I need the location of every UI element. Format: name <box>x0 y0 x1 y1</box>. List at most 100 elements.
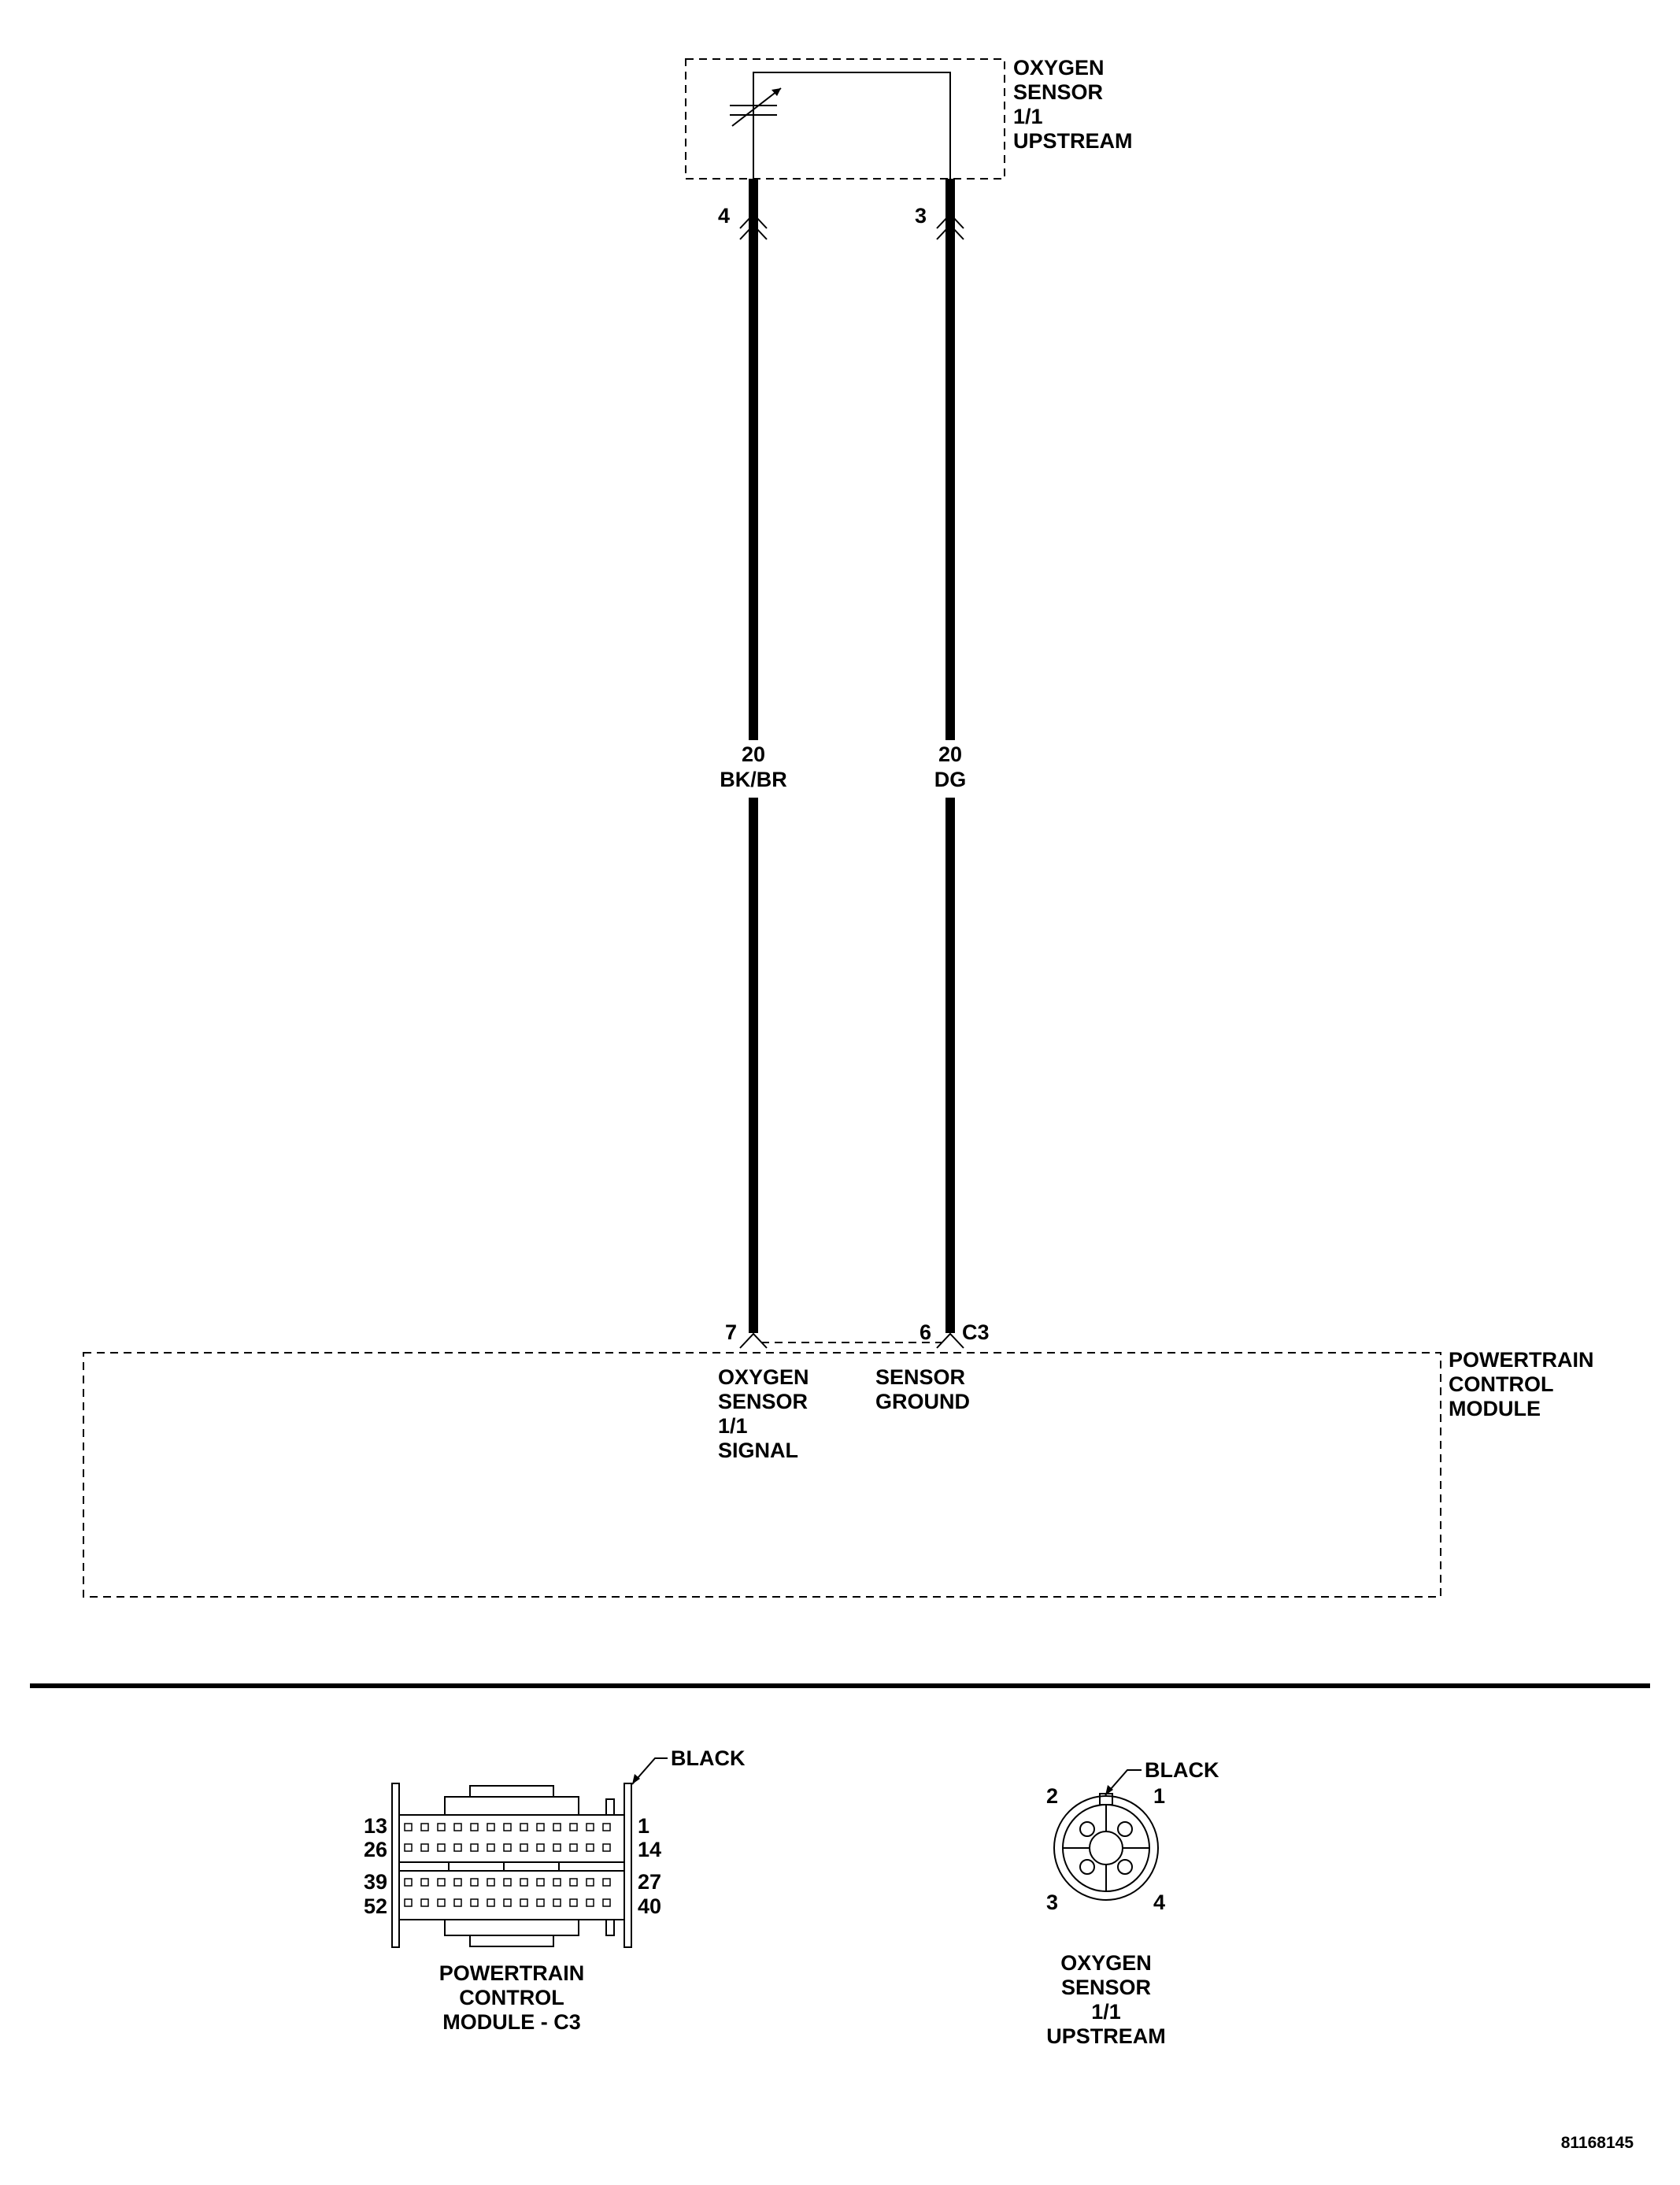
pcm-pin-right-3: 40 <box>638 1894 661 1918</box>
pcm-pin-cavity <box>453 1843 462 1852</box>
oxygen-sensor-connector-view: BLACK 2 1 3 4 OXYGEN SENSOR 1/1 UPSTREAM <box>1046 1758 1219 2048</box>
sensor-name-line-1: OXYGEN <box>1013 56 1105 80</box>
sensor-connector-pin-1: 1 <box>1153 1784 1165 1808</box>
pcm-pin-cavity <box>586 1878 594 1887</box>
pcm-pin-cavity <box>470 1823 479 1831</box>
pcm-connector-center-bar <box>398 1861 625 1872</box>
pcm-name-line-3: MODULE <box>1449 1397 1541 1420</box>
pcm-pin-cavity <box>437 1843 446 1852</box>
sensor-name-line-4: UPSTREAM <box>1013 129 1133 153</box>
sensor-connector-pin-3: 3 <box>1046 1891 1058 1914</box>
sensor-connector-pin-2: 2 <box>1046 1784 1058 1808</box>
pcm-connector-top-latch-outer <box>444 1796 579 1816</box>
pcm-pin-left-3: 52 <box>364 1894 387 1918</box>
pcm-pin-cavity <box>470 1898 479 1907</box>
pcm-connector-caption-line-2: CONTROL <box>459 1986 564 2009</box>
pcm-pin-cavity <box>536 1878 545 1887</box>
pcm-pin-cavity <box>437 1878 446 1887</box>
pcm-pin-signal-label: 7 <box>725 1320 737 1344</box>
pcm-pin-cavity <box>470 1843 479 1852</box>
pcm-connector-color-leader <box>631 1757 668 1785</box>
pcm-pin-cavity <box>404 1843 413 1852</box>
sensor-connector-color-leader <box>1105 1769 1142 1796</box>
pcm-pin-cavity <box>453 1823 462 1831</box>
pcm-pin-cavity <box>602 1878 611 1887</box>
pcm-pin-cavity <box>503 1823 512 1831</box>
pcm-pin-cavity <box>602 1898 611 1907</box>
sensor-pin-ground-label: 3 <box>915 204 927 228</box>
pcm-pin-cavity <box>404 1823 413 1831</box>
pcm-pin-cavity <box>569 1898 578 1907</box>
pcm-name-line-2: CONTROL <box>1449 1372 1553 1396</box>
pcm-connector-key-bottom <box>605 1919 615 1936</box>
sensor-internal-circuit <box>753 72 951 179</box>
pcm-pin-cavity <box>437 1898 446 1907</box>
pcm-ground-label-line-1: SENSOR <box>875 1365 965 1389</box>
pcm-pin-ground-label: 6 <box>920 1320 931 1344</box>
pcm-connector-bottom-latch-inner <box>469 1935 554 1947</box>
pcm-pin-cavity <box>569 1843 578 1852</box>
pcm-pin-right-0: 1 <box>638 1814 649 1838</box>
sensor-connector-outer-ring <box>1053 1795 1159 1901</box>
pcm-signal-label-line-1: OXYGEN <box>718 1365 809 1389</box>
sensor-connector-center-cavity <box>1089 1831 1123 1865</box>
pcm-pin-cavity <box>536 1823 545 1831</box>
pcm-pin-cavity <box>520 1823 528 1831</box>
pcm-pin-right-2: 27 <box>638 1870 661 1894</box>
sensor-connector-caption-line-1: OXYGEN <box>1060 1951 1152 1975</box>
pcm-connector-left-ear <box>391 1783 400 1948</box>
oxygen-sensor-component: OXYGEN SENSOR 1/1 UPSTREAM <box>685 56 1133 180</box>
pcm-pin-cavity <box>487 1898 495 1907</box>
signal-wire: 4 20 BK/BR 7 <box>718 179 787 1349</box>
pcm-pin-cavity <box>553 1898 561 1907</box>
pcm-pin-cavity <box>586 1898 594 1907</box>
pcm-connector-bottom-latch-outer <box>444 1919 579 1936</box>
pcm-signal-label-line-2: SENSOR <box>718 1390 808 1413</box>
pcm-pin-cavity <box>404 1878 413 1887</box>
sensor-connector-caption-line-2: SENSOR <box>1061 1976 1151 1999</box>
pcm-pin-cavity <box>437 1823 446 1831</box>
sensor-connector-cavity-divider <box>1063 1805 1149 1891</box>
pcm-pin-cavity <box>487 1843 495 1852</box>
pcm-pin-cavity <box>602 1823 611 1831</box>
sensor-dashed-boundary <box>685 58 1005 180</box>
sensor-connector-caption-line-3: 1/1 <box>1091 2000 1121 2024</box>
pcm-signal-connector-chevron <box>739 1332 768 1349</box>
pcm-pin-cavity <box>420 1843 429 1852</box>
sensor-name-line-3: 1/1 <box>1013 105 1043 128</box>
pcm-connector-color-label: BLACK <box>671 1746 746 1770</box>
ground-wire-color-code: DG <box>934 768 967 791</box>
pcm-pin-cavity <box>420 1878 429 1887</box>
pcm-pin-cavity <box>420 1823 429 1831</box>
pcm-pin-cavity <box>487 1878 495 1887</box>
pcm-pin-left-1: 26 <box>364 1838 387 1861</box>
section-divider <box>30 1683 1650 1688</box>
sensor-cavity-pin-3 <box>1079 1859 1095 1875</box>
pcm-pin-cavity <box>404 1898 413 1907</box>
ground-wire-gauge: 20 <box>938 743 962 766</box>
pcm-pin-cavity <box>453 1878 462 1887</box>
sensor-connector-pin-4: 4 <box>1153 1891 1165 1914</box>
pcm-pin-cavity <box>520 1878 528 1887</box>
powertrain-control-module: POWERTRAIN CONTROL MODULE OXYGEN SENSOR … <box>83 1342 1594 1598</box>
figure-id: 81168145 <box>1561 2134 1634 2152</box>
pcm-ground-connector-chevron <box>936 1332 964 1349</box>
pcm-pin-cavity <box>520 1898 528 1907</box>
variable-resistor-symbol <box>730 87 782 127</box>
pcm-pin-cavity <box>569 1823 578 1831</box>
pcm-connector-caption-line-1: POWERTRAIN <box>439 1961 585 1985</box>
pcm-pin-cavity-grid <box>404 1823 611 1907</box>
pcm-ground-label-line-2: GROUND <box>875 1390 970 1413</box>
signal-wire-color-code: BK/BR <box>720 768 787 791</box>
sensor-connector-caption-line-4: UPSTREAM <box>1046 2024 1166 2048</box>
pcm-pin-cavity <box>520 1843 528 1852</box>
pcm-pin-cavity <box>487 1823 495 1831</box>
pcm-signal-label-line-3: 1/1 <box>718 1414 748 1438</box>
pcm-connector-top-latch-inner <box>469 1785 554 1798</box>
pcm-pin-left-2: 39 <box>364 1870 387 1894</box>
pcm-pin-cavity <box>586 1843 594 1852</box>
sensor-cavity-pin-1 <box>1117 1821 1133 1837</box>
signal-wire-upper-segment <box>749 179 758 740</box>
sensor-cavity-pin-4 <box>1117 1859 1133 1875</box>
